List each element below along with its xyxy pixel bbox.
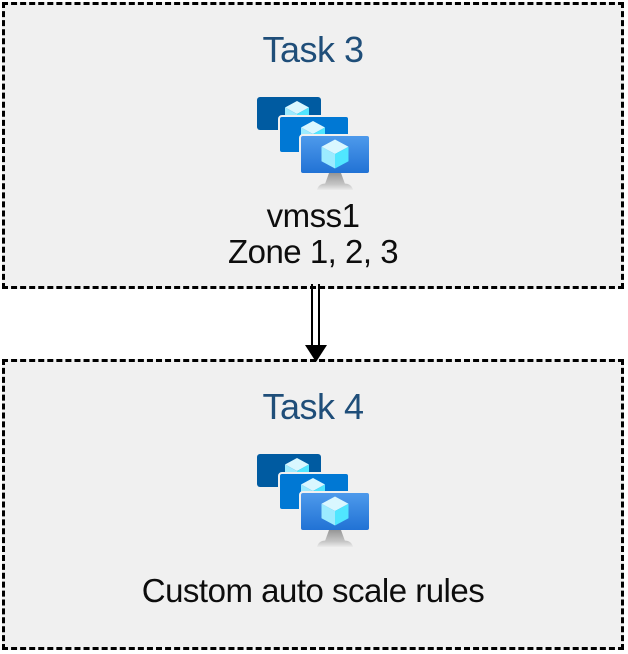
arrow-shaft: [311, 284, 320, 347]
zones-label: Zone 1, 2, 3: [227, 233, 399, 270]
task3-title: Task 3: [262, 29, 364, 70]
task4-box: Task 4 Custom auto scale rules: [2, 359, 624, 650]
task4-title: Task 4: [262, 386, 364, 427]
task3-box: Task 3 vmss1 Zone 1, 2, 3: [2, 2, 624, 289]
vmss-icon: [257, 453, 370, 548]
vmss-icon: [257, 96, 370, 191]
arrow-head-icon: [305, 345, 327, 362]
vmss-name-label: vmss1: [266, 197, 360, 234]
autoscale-rules-label: Custom auto scale rules: [141, 572, 485, 609]
connector-arrow: [305, 284, 327, 362]
